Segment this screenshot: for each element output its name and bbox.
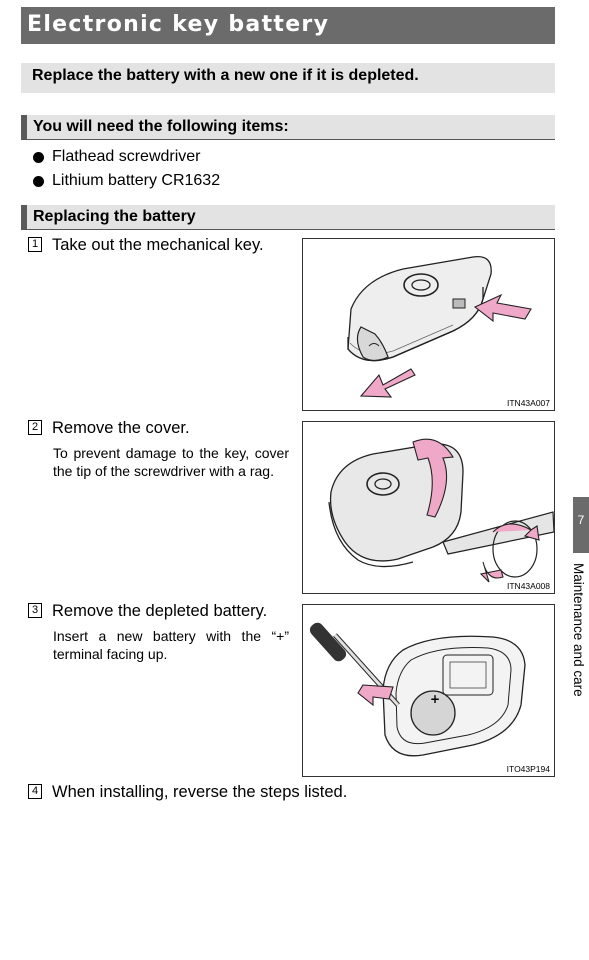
arrow-icon (412, 438, 454, 518)
step-text: When installing, reverse the steps liste… (52, 783, 348, 801)
figure-remove-battery: + ITO43P194 (302, 604, 555, 777)
item-label: Flathead screwdriver (52, 148, 201, 165)
figure-code: ITN43A007 (507, 398, 550, 408)
step-note: Insert a new battery with the “+” termin… (53, 628, 289, 662)
step-number: 4 (28, 784, 42, 799)
list-item: Lithium battery CR1632 (33, 169, 220, 193)
screwdriver-icon (309, 622, 347, 662)
step-number: 3 (28, 603, 42, 618)
step-1: 1 Take out the mechanical key. (28, 235, 264, 255)
step-number: 2 (28, 420, 42, 435)
figure-remove-cover: ITN43A008 (302, 421, 555, 594)
section-heading-replacing: Replacing the battery (21, 205, 555, 230)
arrow-icon (479, 561, 504, 583)
items-list: Flathead screwdriver Lithium battery CR1… (33, 145, 220, 193)
step-text: Remove the depleted battery. (52, 602, 268, 620)
key-fob-icon: + (309, 622, 526, 757)
step-number: 1 (28, 237, 42, 252)
chapter-tab[interactable]: 7 (573, 497, 589, 553)
arrow-icon (473, 293, 532, 323)
section-heading-items: You will need the following items: (21, 115, 555, 140)
arrow-icon (492, 523, 540, 541)
figure-code: ITN43A008 (507, 581, 550, 591)
key-fob-icon (328, 438, 554, 583)
step-text: Take out the mechanical key. (52, 236, 264, 254)
figure-code: ITO43P194 (506, 764, 550, 774)
step-3: 3 Remove the depleted battery. (28, 601, 267, 621)
step-2: 2 Remove the cover. (28, 418, 190, 438)
intro-note: Replace the battery with a new one if it… (21, 63, 555, 93)
coin-battery-icon (410, 690, 456, 736)
list-item: Flathead screwdriver (33, 145, 220, 169)
bullet-icon (33, 175, 44, 187)
chapter-label: Maintenance and care (571, 563, 586, 697)
arrow-icon (357, 684, 394, 707)
key-fob-icon (347, 255, 532, 398)
arrow-icon (359, 368, 416, 398)
item-label: Lithium battery CR1632 (52, 172, 221, 189)
step-4: 4 When installing, reverse the steps lis… (28, 782, 347, 802)
svg-text:+: + (430, 692, 440, 706)
figure-remove-key: ITN43A007 (302, 238, 555, 411)
bullet-icon (33, 151, 44, 163)
page-title: Electronic key battery (21, 7, 555, 44)
step-note: To prevent damage to the key, cover the … (53, 445, 289, 479)
step-text: Remove the cover. (52, 419, 190, 437)
screwdriver-icon (442, 511, 554, 555)
